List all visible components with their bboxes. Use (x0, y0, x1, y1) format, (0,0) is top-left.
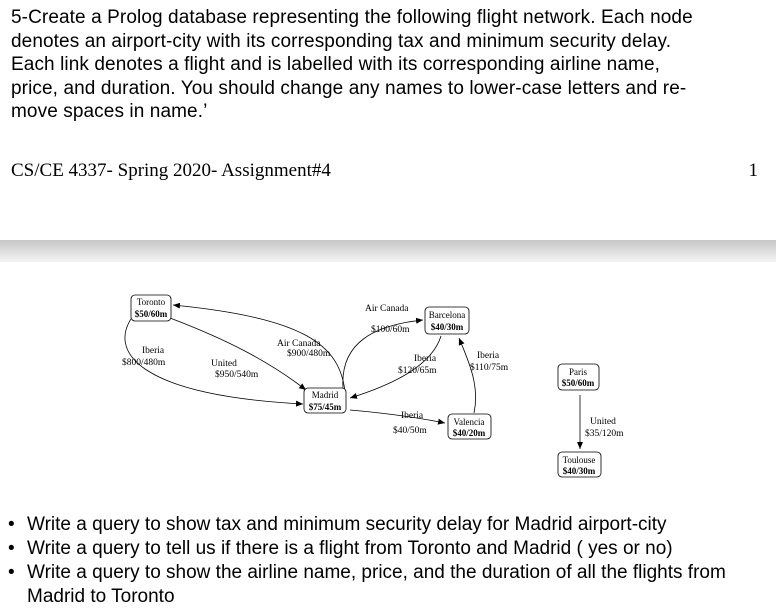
node-info: $50/60m (562, 378, 595, 388)
edge-barcelona-madrid-iberia (349, 335, 442, 399)
edge-label-info: $40/50m (393, 425, 427, 436)
edge-label-info: $950/540m (215, 369, 259, 380)
node-info: $40/20m (453, 428, 486, 438)
question-text: 5-Create a Prolog database representing … (11, 6, 761, 124)
query-item: • Write a query to tell us if there is a … (8, 537, 768, 561)
edge-label-airline: Iberia (142, 346, 165, 356)
edge-label-airline: Iberia (477, 351, 500, 361)
query-item: • Write a query to show the airline name,… (8, 561, 768, 609)
node-barcelona: Barcelona $40/30m (424, 306, 470, 335)
edge-label-airline: Iberia (401, 411, 424, 421)
node-valencia: Valencia $40/20m (447, 413, 492, 440)
node-name: Madrid (312, 390, 339, 400)
node-info: $40/30m (563, 466, 596, 476)
flight-network-diagram: Iberia $800/480m United $950/540m Air Ca… (122, 294, 624, 478)
node-toronto: Toronto $50/60m (130, 294, 172, 322)
edge-label-info: $800/480m (122, 357, 166, 368)
question-line: price, and duration. You should change a… (11, 77, 687, 99)
edge-label-info: $35/120m (585, 428, 624, 439)
node-name: Toulouse (563, 455, 596, 465)
edge-label-info: $120/65m (398, 365, 437, 376)
node-info: $40/30m (431, 322, 464, 332)
edge-toronto-madrid-united (169, 317, 307, 391)
node-madrid: Madrid $75/45m (303, 387, 347, 414)
edge-label-info: $110/75m (470, 362, 509, 373)
edge-madrid-toronto-aircanada (172, 302, 346, 393)
edge-label-info: $100/60m (371, 324, 410, 335)
edge-madrid-barcelona-aircanada (342, 317, 424, 389)
bullet-icon: • (8, 514, 15, 535)
course-header: CS/CE 4337- Spring 2020- Assignment#4 (11, 160, 331, 181)
node-toulouse: Toulouse $40/30m (557, 451, 602, 478)
question-line: denotes an airport-city with its corresp… (11, 30, 672, 52)
query-text: Write a query to show tax and minimum se… (27, 514, 667, 535)
bullet-icon: • (8, 538, 15, 559)
edge-label-airline: Iberia (414, 354, 437, 364)
page-number: 1 (748, 160, 759, 181)
edge-valencia-barcelona-iberia (458, 337, 476, 414)
edge-label-airline: United (590, 417, 616, 427)
edge-label-airline: Air Canada (365, 304, 409, 314)
node-name: Paris (569, 367, 587, 377)
node-paris: Paris $50/60m (557, 363, 600, 391)
node-name: Valencia (454, 417, 485, 427)
node-info: $50/60m (135, 309, 168, 319)
edge-madrid-valencia-iberia (349, 409, 446, 425)
page-divider (0, 240, 776, 262)
bullet-icon: • (8, 562, 15, 583)
query-item: • Write a query to show tax and minimum s… (8, 513, 768, 537)
query-text: Write a query to show the airline name, … (27, 562, 726, 607)
query-list: • Write a query to show tax and minimum s… (8, 513, 768, 609)
query-text: Write a query to tell us if there is a f… (27, 538, 673, 559)
question-line: move spaces in name.’ (11, 101, 208, 122)
node-name: Barcelona (429, 310, 465, 320)
edge-label-info: $900/480m (287, 348, 331, 359)
edge-label-airline: Air Canada (277, 339, 321, 349)
edge-toronto-madrid-iberia (124, 315, 304, 407)
node-name: Toronto (137, 297, 166, 307)
edge-label-airline: United (211, 359, 237, 369)
question-line: 5-Create a Prolog database representing … (11, 7, 693, 28)
question-line: Each link denotes a flight and is labell… (11, 54, 660, 75)
node-info: $75/45m (309, 402, 342, 412)
